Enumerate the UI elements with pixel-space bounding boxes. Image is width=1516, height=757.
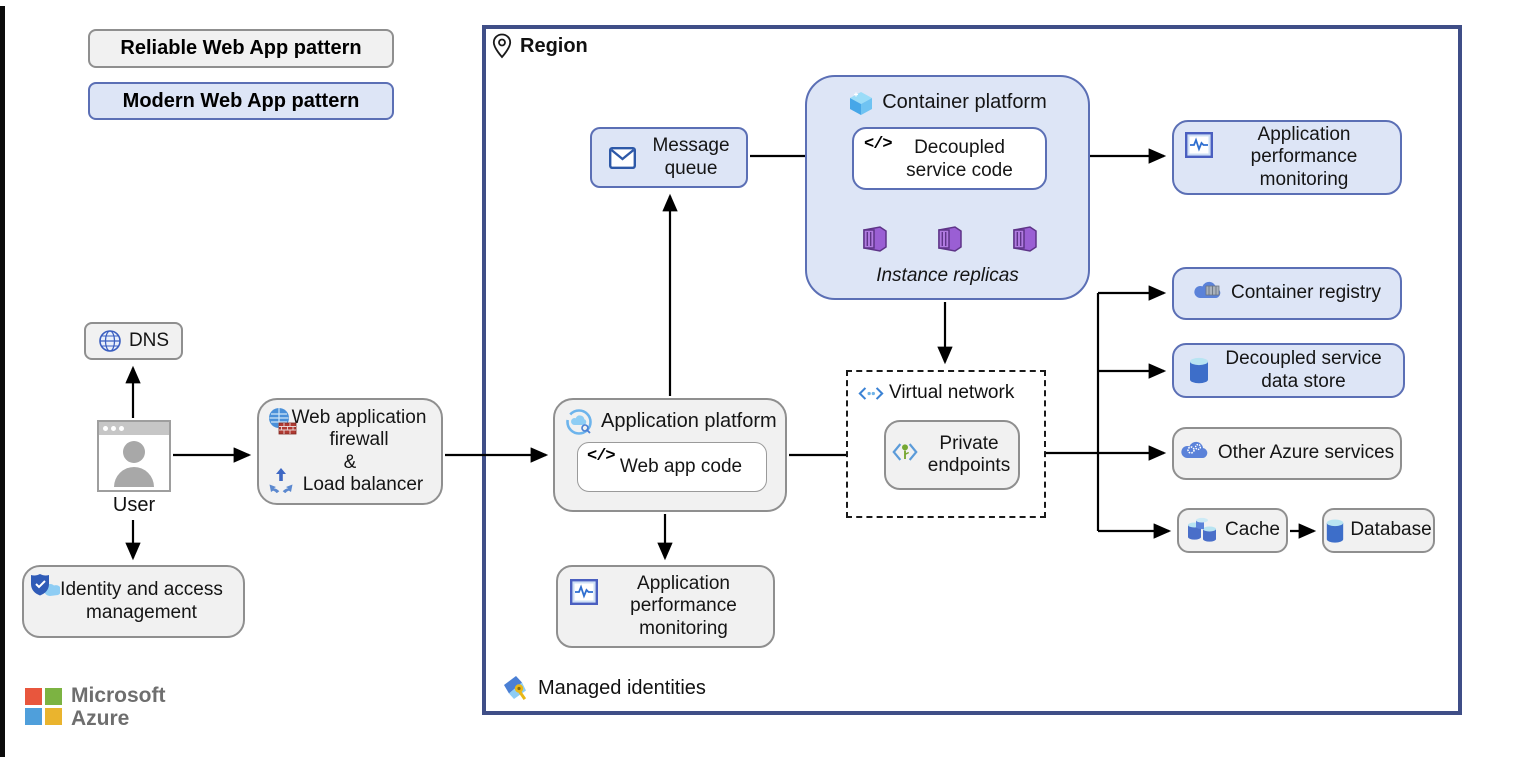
region-header: Region (492, 33, 588, 59)
virtual-network-icon (858, 386, 884, 400)
container-instance-icon (863, 226, 887, 252)
identity-access-management-node: Identity and access management (22, 565, 245, 638)
container-platform-node: Container platform </> Decoupled service… (805, 75, 1090, 300)
container-instance-icon (1013, 226, 1037, 252)
person-icon (114, 441, 154, 487)
managed-identities: Managed identities (500, 674, 706, 702)
apm-top-node: Application performance monitoring (1172, 120, 1402, 195)
container-platform-header: Container platform (807, 90, 1088, 116)
virtual-network-label: Virtual network (889, 382, 1015, 403)
apm-top-label: Application performance monitoring (1250, 123, 1358, 190)
web-application-firewall-icon (269, 408, 297, 435)
cache-node: Cache (1177, 508, 1288, 553)
dns-node: DNS (84, 322, 183, 360)
user-browser-icon (97, 420, 171, 492)
other-azure-services-node: Other Azure services (1172, 427, 1402, 480)
dns-globe-icon (99, 330, 121, 352)
application-platform-label: Application platform (601, 410, 777, 433)
legend-reliable-label: Reliable Web App pattern (120, 37, 362, 59)
container-instance-icon (938, 226, 962, 252)
decoupled-service-data-store-node: Decoupled service data store (1172, 343, 1405, 398)
container-platform-label: Container platform (882, 91, 1047, 114)
identity-shield-icon (31, 574, 60, 596)
legend-modern-web-app-pattern: Modern Web App pattern (88, 82, 394, 120)
waf-load-balancer-node: Web application firewall & Load balancer (257, 398, 443, 505)
legend-modern-label: Modern Web App pattern (122, 89, 360, 112)
database-label: Database (1350, 519, 1432, 541)
region-title: Region (520, 34, 588, 57)
database-cylinder-icon (1189, 357, 1208, 384)
apm-bottom-label: Application performance monitoring (630, 572, 737, 639)
legend-reliable-web-app-pattern: Reliable Web App pattern (88, 29, 394, 68)
waf-label-line2: Load balancer (302, 473, 424, 495)
iam-label: Identity and access management (60, 579, 223, 623)
web-app-code-label: Web app code (619, 455, 743, 477)
private-endpoints-node: Private endpoints (884, 420, 1020, 490)
decoupled-service-code-node: </> Decoupled service code (852, 127, 1047, 190)
browser-title-bar (99, 422, 169, 435)
apm-bottom-node: Application performance monitoring (556, 565, 775, 648)
microsoft-azure-logo: Microsoft Azure (25, 684, 166, 730)
container-registry-node: Container registry (1172, 267, 1402, 320)
code-icon: </> (587, 447, 616, 466)
private-endpoints-icon (892, 442, 918, 461)
azure-wordmark: Azure (71, 707, 130, 731)
load-balancer-icon (269, 468, 293, 493)
waf-label-amp: & (343, 451, 357, 473)
message-queue-label: Message queue (652, 135, 730, 179)
dns-label: DNS (128, 329, 170, 351)
application-platform-node: Application platform </> Web app code (553, 398, 787, 512)
virtual-network-header: Virtual network (858, 382, 1014, 404)
waf-label-line1: Web application firewall (291, 406, 427, 451)
performance-monitor-icon (1185, 132, 1213, 158)
performance-monitor-icon (570, 579, 598, 605)
application-platform-icon (566, 409, 592, 435)
cache-label: Cache (1225, 519, 1280, 541)
code-icon: </> (864, 135, 893, 154)
microsoft-squares-icon (25, 688, 62, 725)
database-node: Database (1322, 508, 1435, 553)
application-platform-header: Application platform (565, 408, 777, 436)
azure-services-cloud-icon (1181, 441, 1208, 458)
decoupled-service-data-store-label: Decoupled service data store (1225, 348, 1382, 392)
other-azure-services-label: Other Azure services (1217, 442, 1395, 464)
microsoft-wordmark: Microsoft (71, 684, 166, 707)
screen-edge-bar (0, 6, 5, 757)
private-endpoints-label: Private endpoints (927, 432, 1011, 476)
message-envelope-icon (609, 146, 636, 169)
container-platform-cube-icon (850, 92, 873, 115)
decoupled-service-code-label: Decoupled service code (906, 137, 1013, 181)
user-label: User (112, 494, 156, 516)
container-registry-label: Container registry (1231, 282, 1381, 304)
instance-replicas-label: Instance replicas (876, 265, 1019, 286)
cache-cylinders-icon (1188, 517, 1217, 542)
virtual-network-node: Virtual network Private endpoints (846, 370, 1046, 518)
location-pin-icon (492, 33, 512, 59)
database-cylinder-icon (1327, 519, 1344, 543)
managed-identities-label: Managed identities (538, 676, 706, 699)
managed-identities-icon (504, 676, 527, 700)
message-queue-node: Message queue (590, 127, 748, 188)
container-registry-icon (1194, 281, 1221, 298)
web-app-code-node: </> Web app code (577, 442, 767, 492)
